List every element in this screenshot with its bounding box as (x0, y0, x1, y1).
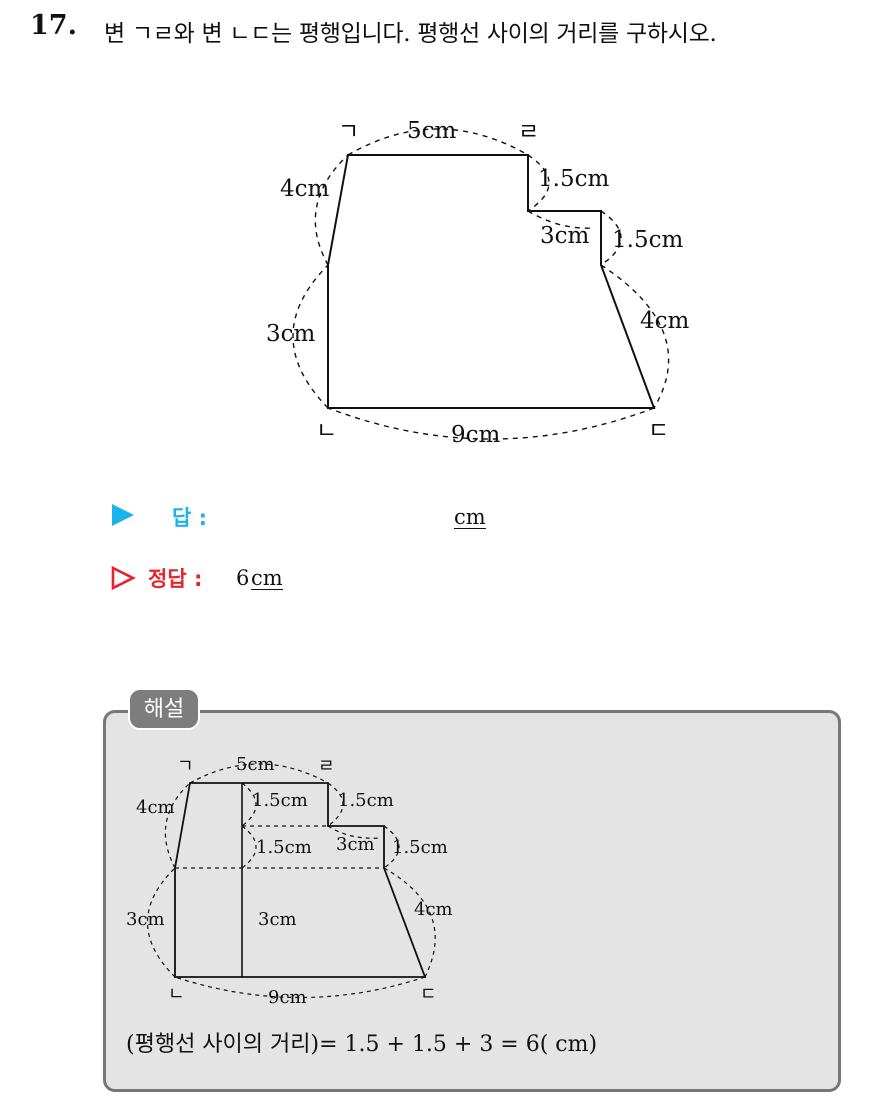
exp-label-bottom-length: 9cm (268, 987, 307, 1008)
exp-label-inner-step2: 1.5cm (256, 837, 312, 858)
exp-label-step-width: 3cm (336, 834, 375, 855)
label-top-length: 5cm (407, 118, 457, 144)
answer-label: 답 : (172, 506, 208, 530)
dashed-arcs (292, 128, 670, 440)
exp-vertex-label-a: ㄱ (177, 756, 194, 777)
play-triangle-icon (112, 504, 134, 526)
exp-label-left-lower-length: 3cm (126, 909, 165, 930)
explanation-box (103, 710, 841, 1092)
question-number: 17. (30, 10, 77, 41)
vertex-label-d: ㄷ (648, 418, 669, 444)
exp-label-top-length: 5cm (236, 754, 275, 775)
label-step-width-length: 3cm (540, 223, 590, 249)
correct-answer-label: 정답 : (148, 567, 203, 591)
explanation-tab: 해설 (128, 688, 200, 730)
exp-vertex-label-d: ㄷ (420, 984, 437, 1005)
exp-vertex-label-c: ㄴ (168, 984, 185, 1005)
exp-label-left-upper-length: 4cm (136, 797, 175, 818)
explanation-figure-outline (174, 782, 427, 978)
exp-label-step2: 1.5cm (392, 837, 448, 858)
explanation-dashed-lines (146, 763, 436, 999)
answer-unit: cm (454, 505, 486, 529)
question-text: 변 ㄱㄹ와 변 ㄴㄷ는 평행입니다. 평행선 사이의 거리를 구하시오. (104, 21, 717, 47)
label-right-length: 4cm (640, 308, 690, 334)
label-left-upper-length: 4cm (280, 176, 330, 202)
exp-label-step1: 1.5cm (338, 790, 394, 811)
exp-vertex-label-b: ㄹ (318, 756, 335, 777)
vertex-label-a: ㄱ (338, 119, 359, 145)
exp-label-inner-height: 3cm (258, 909, 297, 930)
explanation-formula: (평행선 사이의 거리)= 1.5 + 1.5 + 3 = 6( cm) (126, 1032, 598, 1057)
vertex-label-b: ㄹ (518, 119, 539, 145)
outline-triangle-icon (111, 565, 136, 591)
vertex-label-c: ㄴ (316, 418, 337, 444)
label-step1-length: 1.5cm (538, 166, 609, 192)
label-bottom-length: 9cm (451, 422, 501, 448)
exp-label-inner-step1: 1.5cm (252, 790, 308, 811)
label-step2-length: 1.5cm (612, 227, 683, 253)
correct-answer-value: 6 (236, 566, 250, 590)
correct-answer-unit: cm (251, 566, 283, 590)
exp-label-right-length: 4cm (414, 899, 453, 920)
label-left-lower-length: 3cm (266, 321, 316, 347)
